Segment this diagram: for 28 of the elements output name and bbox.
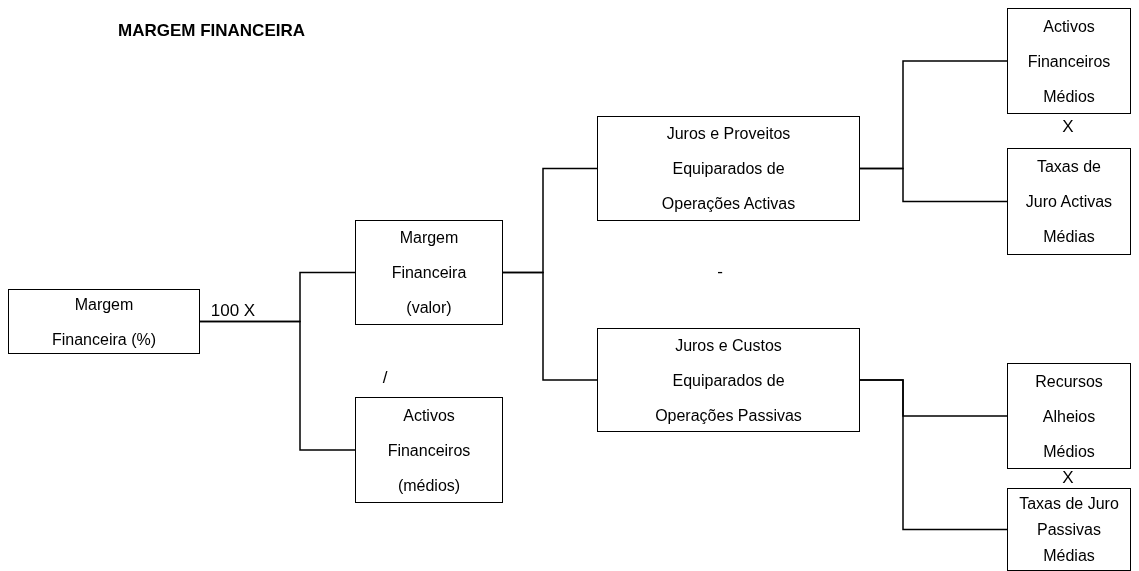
box-label: Taxas de Juro Activas Médias bbox=[1024, 157, 1114, 247]
operator-label: - bbox=[717, 262, 723, 282]
operator-label: X bbox=[1062, 468, 1074, 488]
box-label: Juros e Custos Equiparados de Operações Passivas bbox=[654, 335, 803, 426]
process-box bbox=[1007, 148, 1131, 255]
process-box bbox=[1007, 488, 1131, 571]
process-box bbox=[8, 289, 200, 354]
box-label: Juros e Proveitos Equiparados de Operações Activas bbox=[660, 124, 797, 214]
process-box bbox=[1007, 8, 1131, 114]
connector-line bbox=[502, 271, 598, 381]
process-box bbox=[1007, 363, 1131, 469]
box-label: Recursos Alheios Médios bbox=[1034, 371, 1104, 462]
process-box bbox=[355, 397, 503, 503]
box-label: Margem Financeira (valor) bbox=[390, 228, 468, 318]
operator-label: X bbox=[1062, 117, 1074, 137]
connector-line bbox=[859, 379, 1008, 531]
connector-line bbox=[859, 167, 1008, 203]
box-label: Taxas de Juro Passivas Médias bbox=[1018, 493, 1120, 566]
connector-line bbox=[199, 320, 356, 451]
process-box bbox=[597, 328, 860, 432]
box-label: Activos Financeiros (médios) bbox=[386, 405, 472, 496]
operator-label: / bbox=[382, 368, 388, 388]
process-box bbox=[597, 116, 860, 221]
box-label: Margem Financeira (%) bbox=[51, 294, 157, 350]
process-box bbox=[355, 220, 503, 325]
title: MARGEM FINANCEIRA bbox=[118, 21, 305, 41]
operator-label: 100 X bbox=[210, 301, 256, 321]
box-label: Activos Financeiros Médios bbox=[1026, 16, 1112, 107]
